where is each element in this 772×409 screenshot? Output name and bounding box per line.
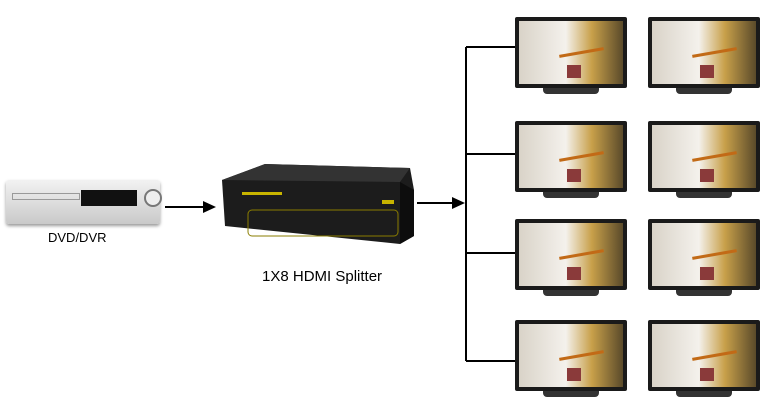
tv-stand bbox=[676, 192, 732, 198]
tv-bezel bbox=[648, 17, 760, 88]
screen-detail bbox=[559, 350, 604, 361]
tv-display bbox=[648, 320, 760, 400]
tv-bezel bbox=[515, 219, 627, 290]
tv-display bbox=[515, 219, 627, 299]
screen-detail bbox=[692, 350, 737, 361]
tv-bezel bbox=[648, 121, 760, 192]
tv-screen-image bbox=[652, 125, 756, 188]
volume-knob bbox=[144, 189, 162, 207]
tv-bezel bbox=[648, 219, 760, 290]
screen-detail bbox=[692, 249, 737, 260]
disc-tray bbox=[12, 193, 80, 200]
tv-display bbox=[648, 121, 760, 201]
screen-detail bbox=[559, 151, 604, 162]
splitter-label: 1X8 HDMI Splitter bbox=[262, 268, 383, 285]
dvd-player-image bbox=[6, 180, 162, 224]
output-arrow-head bbox=[452, 197, 465, 209]
tv-screen-image bbox=[652, 324, 756, 387]
tv-bezel bbox=[515, 320, 627, 391]
source-label: DVD/DVR bbox=[48, 230, 107, 245]
screen-detail bbox=[567, 65, 581, 78]
screen-detail bbox=[692, 151, 737, 162]
screen-detail bbox=[567, 169, 581, 182]
tv-screen-image bbox=[519, 21, 623, 84]
screen-detail bbox=[700, 368, 714, 381]
tv-stand bbox=[543, 192, 599, 198]
hdmi-splitter-image bbox=[222, 164, 414, 244]
tv-screen-image bbox=[652, 21, 756, 84]
tv-stand bbox=[543, 391, 599, 397]
tv-stand bbox=[676, 290, 732, 296]
screen-detail bbox=[567, 368, 581, 381]
screen-detail bbox=[559, 47, 604, 58]
screen-detail bbox=[567, 267, 581, 280]
tv-bezel bbox=[515, 17, 627, 88]
screen-detail bbox=[700, 267, 714, 280]
screen-detail bbox=[692, 47, 737, 58]
tv-screen-image bbox=[519, 223, 623, 286]
tv-stand bbox=[543, 290, 599, 296]
tv-display bbox=[648, 17, 760, 97]
input-arrow-head bbox=[203, 201, 216, 213]
tv-display bbox=[515, 121, 627, 201]
tv-display bbox=[648, 219, 760, 299]
player-display bbox=[81, 190, 137, 206]
tv-screen-image bbox=[519, 324, 623, 387]
tv-screen-image bbox=[519, 125, 623, 188]
tv-stand bbox=[676, 391, 732, 397]
tv-stand bbox=[676, 88, 732, 94]
tv-screen-image bbox=[652, 223, 756, 286]
screen-detail bbox=[700, 169, 714, 182]
screen-detail bbox=[700, 65, 714, 78]
screen-detail bbox=[559, 249, 604, 260]
tv-stand bbox=[543, 88, 599, 94]
tv-display bbox=[515, 320, 627, 400]
tv-bezel bbox=[515, 121, 627, 192]
tv-display bbox=[515, 17, 627, 97]
tv-bezel bbox=[648, 320, 760, 391]
